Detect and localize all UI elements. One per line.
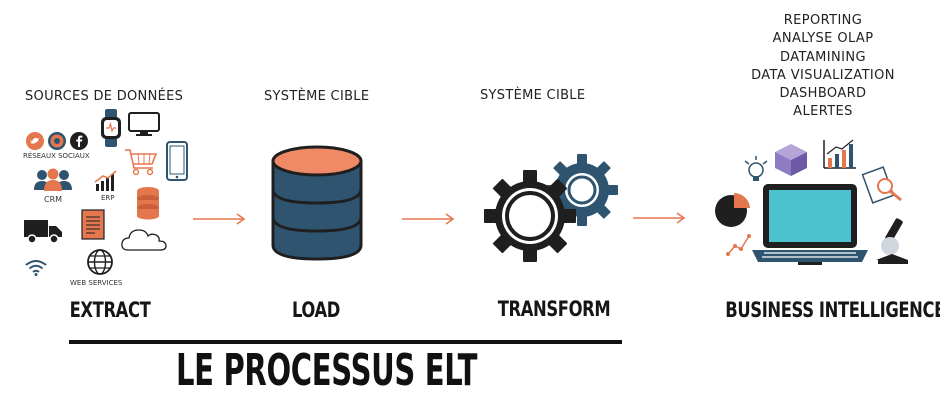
pie-chart-icon — [715, 192, 750, 227]
bi-items-list: REPORTING ANALYSE OLAP DATAMINING DATA V… — [742, 12, 904, 122]
erp-label: ERP — [101, 194, 115, 202]
document-icon — [81, 209, 105, 240]
stage-business-intelligence: BUSINESS INTELLIGENCE — [725, 298, 940, 322]
laptop-icon — [752, 184, 868, 265]
smartwatch-icon — [101, 109, 121, 147]
database-stack-icon — [137, 187, 159, 220]
stage-transform: TRANSFORM — [497, 297, 611, 321]
bi-item-olap: ANALYSE OLAP — [772, 31, 874, 47]
truck-icon — [24, 220, 62, 244]
sources-caption: SOURCES DE DONNÉES — [25, 89, 184, 104]
idea-bulb-icon — [744, 156, 768, 181]
facebook-icon — [70, 132, 88, 150]
stage-extract: EXTRACT — [69, 298, 151, 322]
transform-caption: SYSTÈME CIBLE — [480, 88, 586, 103]
database-icon — [271, 145, 363, 261]
social-label: RÉSEAUX SOCIAUX — [23, 152, 90, 160]
line-chart-icon — [726, 234, 751, 256]
arrow-load-to-transform — [402, 213, 455, 225]
bi-item-dataviz: DATA VISUALIZATION — [751, 67, 895, 83]
erp-chart-icon — [94, 170, 117, 191]
crm-label: CRM — [44, 195, 63, 204]
wifi-icon — [25, 260, 47, 276]
crm-people-icon — [34, 168, 72, 191]
load-caption: SYSTÈME CIBLE — [264, 89, 370, 104]
cloud-icon — [121, 229, 167, 251]
arrow-transform-to-bi — [633, 212, 686, 224]
web-services-label: WEB SERVICES — [70, 279, 123, 287]
instagram-icon — [48, 132, 66, 150]
twitter-icon — [26, 132, 44, 150]
arrow-extract-to-load — [193, 213, 246, 225]
page-title: LE PROCESSUS ELT — [176, 345, 478, 396]
shopping-cart-icon — [125, 149, 158, 176]
title-underline — [69, 340, 622, 344]
report-magnifier-icon — [861, 166, 902, 204]
smartphone-icon — [166, 141, 188, 181]
cube-icon — [775, 144, 807, 176]
bi-item-dashboard: DASHBOARD — [779, 86, 867, 102]
globe-icon — [87, 249, 113, 275]
microscope-icon — [876, 218, 908, 264]
stage-load: LOAD — [291, 298, 341, 322]
bar-chart-icon — [823, 139, 856, 169]
bi-item-reporting: REPORTING — [783, 13, 863, 28]
gears-icon — [484, 154, 618, 262]
monitor-icon — [128, 112, 160, 136]
bi-item-alertes: ALERTES — [793, 104, 853, 120]
bi-item-datamining: DATAMINING — [780, 49, 866, 65]
